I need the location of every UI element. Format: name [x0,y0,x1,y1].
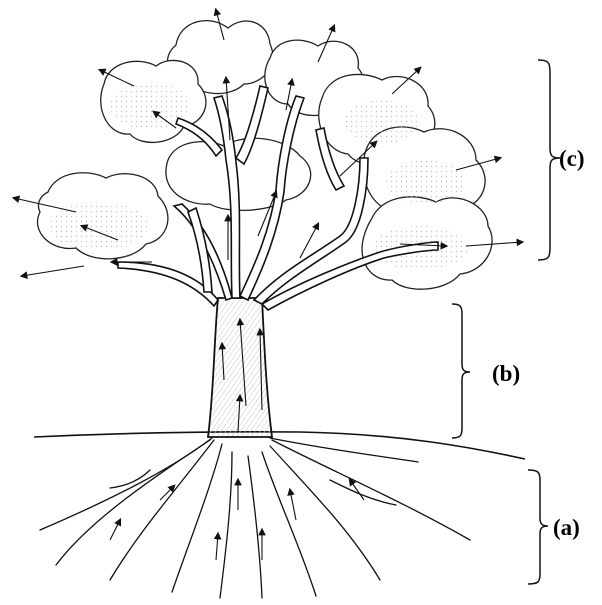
flow-arrow [317,23,336,63]
flow-arrow [285,77,295,111]
branch [315,127,346,192]
branch [238,95,306,302]
branch [252,157,369,305]
root [109,439,215,581]
trunk-label: (b) [492,361,520,386]
flow-arrow [257,189,278,237]
root [171,443,223,593]
flow-arrow [465,238,525,247]
flow-arrow [11,195,77,213]
canopy-label: (c) [559,146,585,171]
flow-arrow [213,531,222,561]
flow-arrow [348,478,365,501]
flow-arrow [218,341,227,381]
branch [234,85,269,166]
branch [260,241,439,311]
root [269,437,419,463]
root [247,455,263,599]
flow-arrow [19,265,85,279]
flow-arrow [152,110,177,129]
flow-arrow [399,241,449,250]
flow-arrows [11,7,525,561]
branch [172,203,233,302]
root [219,451,233,599]
roots [39,437,471,599]
branch [174,116,224,158]
flow-arrow [97,68,135,87]
flow-arrow [79,224,119,241]
flow-arrow [235,393,244,433]
flow-arrow [222,75,231,141]
flow-arrow [256,327,264,411]
flow-arrow [455,155,503,171]
flow-arrow [339,140,378,177]
trunk [206,297,274,438]
flow-arrow [287,487,297,521]
flow-arrow [299,221,320,259]
brackets [451,59,561,585]
root [261,451,317,597]
branch [187,206,213,293]
root [55,439,211,566]
branch [117,261,219,308]
flow-arrow [236,317,247,407]
branch [212,95,241,299]
canopy-bracket [537,59,561,261]
flow-arrow [109,517,122,541]
flow-arrow [213,7,225,41]
root [271,439,471,541]
trunk-bracket [451,303,471,439]
ground-line [33,430,526,460]
roots-label: (a) [553,515,580,540]
roots-bracket [527,469,549,585]
root [269,445,381,581]
flow-arrow [391,66,422,95]
root [329,479,397,506]
flow-arrow [159,484,176,501]
root [109,469,151,489]
branches [117,85,439,311]
